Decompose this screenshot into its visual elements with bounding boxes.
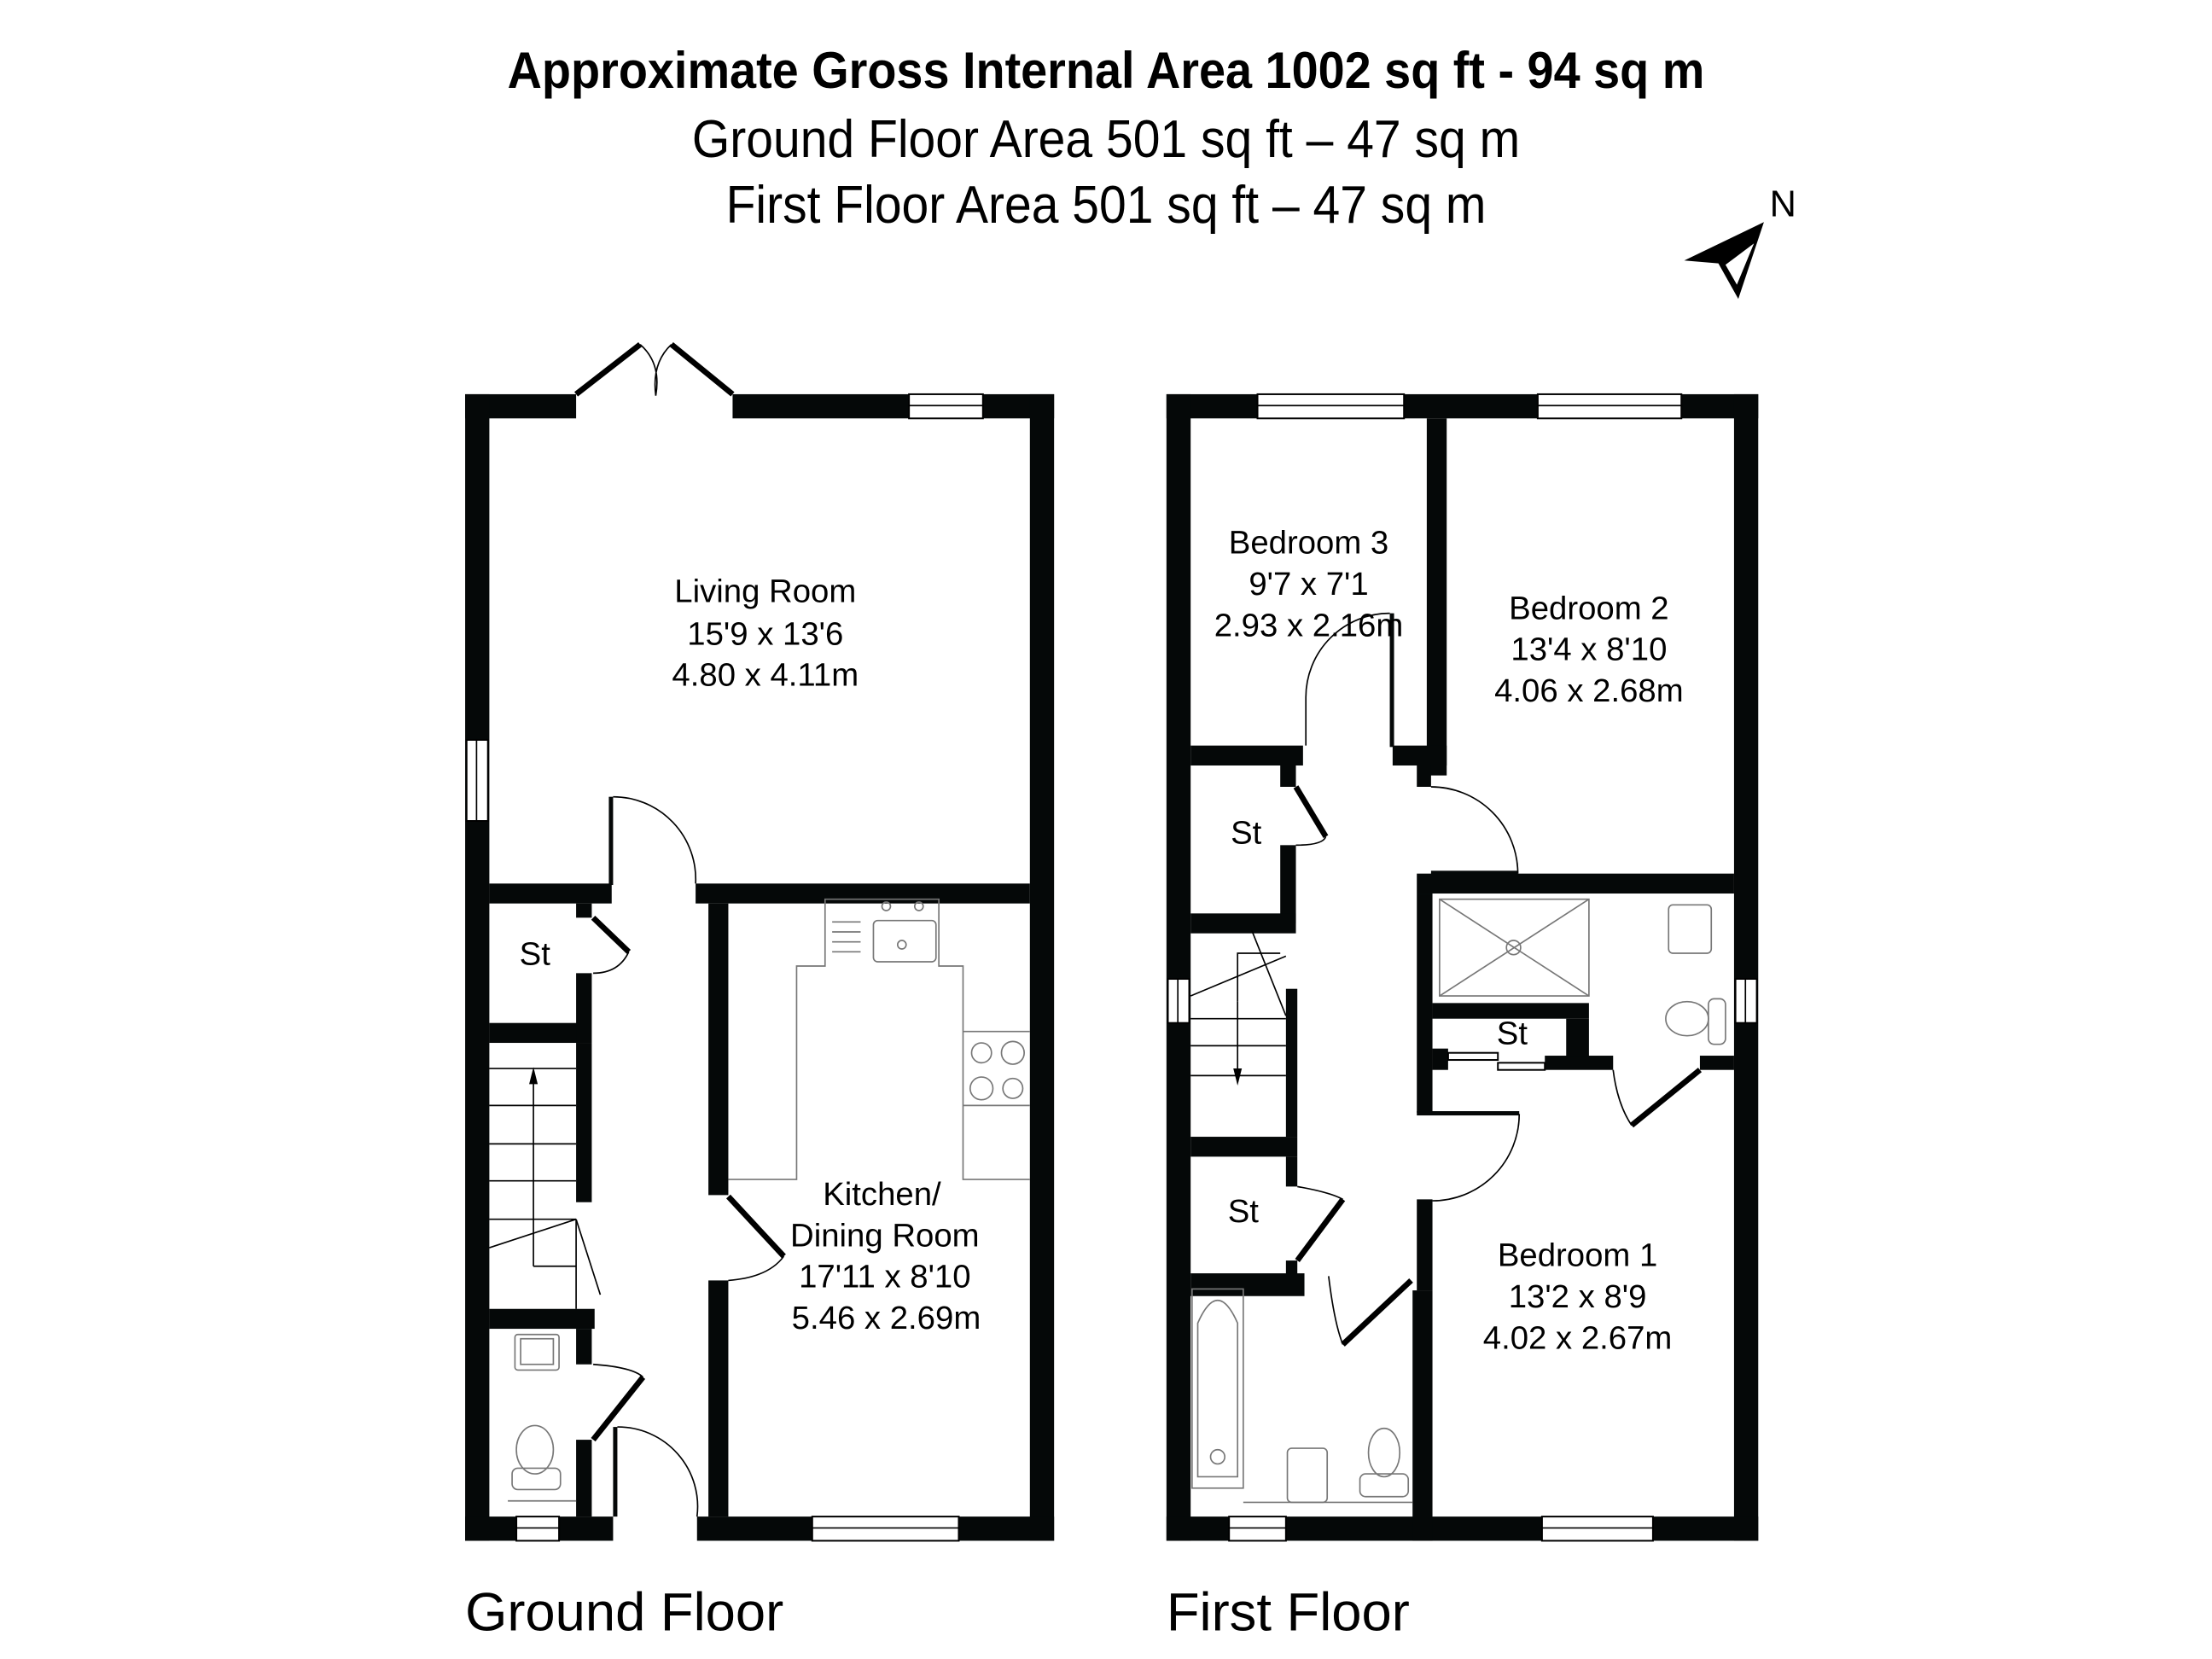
bathtub xyxy=(1191,1288,1244,1489)
bedroom-2-name: Bedroom 2 xyxy=(1509,590,1669,626)
shower-room-basin xyxy=(1668,904,1713,954)
bathroom-basin xyxy=(1286,1447,1329,1504)
shower-tray xyxy=(1439,898,1590,997)
bedroom-3-name: Bedroom 3 xyxy=(1229,525,1389,562)
store-label-shower: St xyxy=(1497,1016,1528,1052)
first-floor-label: First Floor xyxy=(1167,1582,1410,1642)
bedroom-1-metric: 4.02 x 2.67m xyxy=(1483,1319,1673,1356)
living-room-metric: 4.80 x 4.11m xyxy=(672,657,859,694)
store-label-lower: St xyxy=(1228,1193,1260,1230)
bedroom-1-imperial: 13'2 x 8'9 xyxy=(1509,1278,1647,1315)
living-room-name: Living Room xyxy=(674,573,856,609)
store-label: St xyxy=(520,935,551,972)
north-arrow-icon: N xyxy=(1684,184,1796,300)
ground-floor-area: Ground Floor Area 501 sq ft – 47 sq m xyxy=(691,110,1521,169)
bedroom-1-name: Bedroom 1 xyxy=(1498,1237,1658,1274)
bedroom-2-imperial: 13'4 x 8'10 xyxy=(1511,632,1667,668)
living-room-imperial: 15'9 x 13'6 xyxy=(687,615,843,652)
ground-floor-label: Ground Floor xyxy=(465,1582,783,1642)
wc-toilet xyxy=(508,1424,577,1502)
bedroom-3-imperial: 9'7 x 7'1 xyxy=(1249,566,1368,602)
bedroom-3-metric: 2.93 x 2.16m xyxy=(1214,607,1404,643)
staircase xyxy=(489,1067,602,1309)
kitchen-name-2: Dining Room xyxy=(790,1217,980,1254)
wc-basin xyxy=(514,1333,560,1371)
bathroom-toilet xyxy=(1359,1427,1410,1498)
kitchen-imperial: 17'11 x 8'10 xyxy=(799,1259,970,1295)
first-floor-area: First Floor Area 501 sq ft – 47 sq m xyxy=(725,176,1487,235)
shower-room-toilet xyxy=(1665,998,1726,1045)
north-label: N xyxy=(1770,184,1796,225)
kitchen-metric: 5.46 x 2.69m xyxy=(792,1300,981,1336)
kitchen-name-1: Kitchen/ xyxy=(823,1176,941,1213)
staircase xyxy=(1190,930,1298,1138)
gross-area-title: Approximate Gross Internal Area 1002 sq … xyxy=(507,42,1705,99)
kitchen-units xyxy=(728,898,1030,1180)
store-label-upper: St xyxy=(1231,815,1262,852)
bedroom-2-metric: 4.06 x 2.68m xyxy=(1494,672,1684,709)
ground-floor-plan: Living Room 15'9 x 13'6 4.80 x 4.11m Kit… xyxy=(465,341,1055,1642)
first-floor-plan: Bedroom 3 9'7 x 7'1 2.93 x 2.16m Bedroom… xyxy=(1166,393,1759,1642)
